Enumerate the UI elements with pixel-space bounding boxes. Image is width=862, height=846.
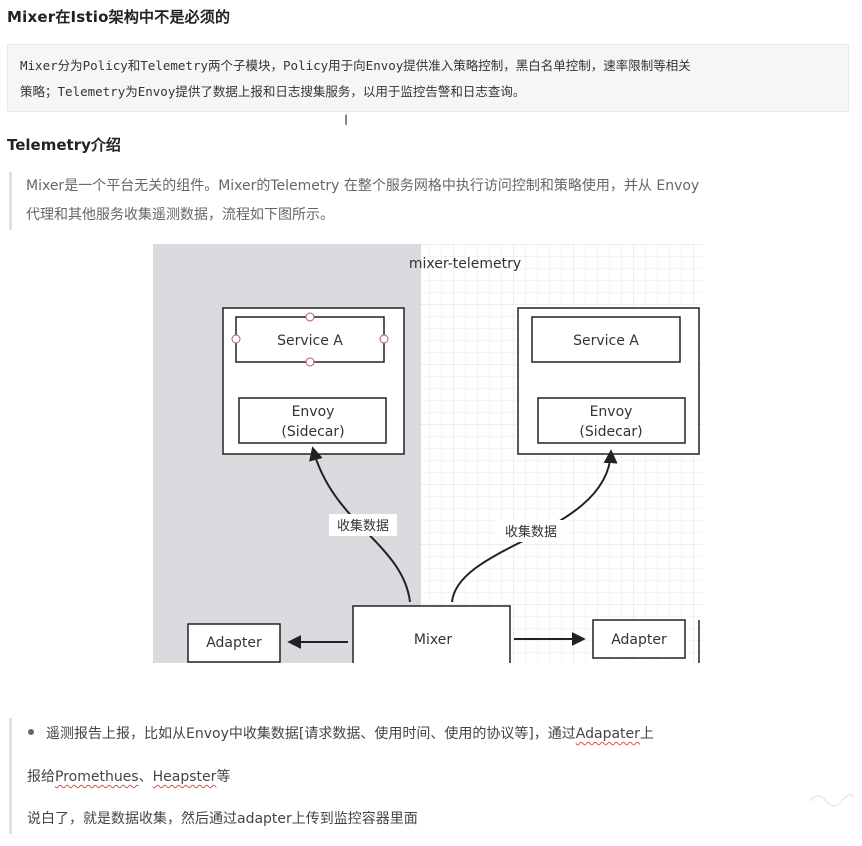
mixer-box <box>352 605 511 663</box>
right-arrow-label-bg <box>496 520 566 542</box>
bullet-text-pre: 遥测报告上报，比如从Envoy中收集数据[请求数据、使用时间、使用的协议等]，通… <box>46 726 576 742</box>
mixer-label: Mixer <box>414 632 452 648</box>
right-envoy-box <box>537 397 686 444</box>
resize-handle-icon <box>305 312 315 322</box>
list-item: 遥测报告上报，比如从Envoy中收集数据[请求数据、使用时间、使用的协议等]，通… <box>28 723 654 743</box>
code-block: Mixer分为Policy和Telemetry两个子模块，Policy用于向En… <box>7 44 849 112</box>
right-service-label: Service A <box>573 333 639 349</box>
heading-mixer-optional: Mixer在Istio架构中不是必须的 <box>7 8 231 26</box>
watermark-svg <box>809 794 855 807</box>
line2-pre: 报给 <box>27 769 55 785</box>
line2-sep: 、 <box>138 769 153 785</box>
resize-handle-icon <box>379 334 389 344</box>
diagram-title: mixer-telemetry <box>409 256 521 272</box>
diagram-svg: mixer-telemetry Service A Envoy (Sidecar… <box>153 244 703 663</box>
right-envoy-label: Envoy <box>590 404 633 420</box>
left-adapter-box <box>187 623 281 663</box>
left-sidecar-label: (Sidecar) <box>281 424 344 440</box>
blockquote: Mixer是一个平台无关的组件。Mixer的Telemetry 在整个服务网格中… <box>9 172 847 230</box>
mixer-telemetry-diagram: mixer-telemetry Service A Envoy (Sidecar… <box>153 244 703 663</box>
heading-telemetry-intro: Telemetry介绍 <box>7 136 121 154</box>
right-sidecar-label: (Sidecar) <box>579 424 642 440</box>
left-adapter-label: Adapter <box>206 635 262 651</box>
left-envoy-box <box>238 397 387 444</box>
list-item-continuation: 报给Promethues、Heapster等 <box>27 766 230 786</box>
summary-line: 说白了，就是数据收集，然后通过adapter上传到监控容器里面 <box>27 811 418 827</box>
bullet-icon <box>28 729 34 735</box>
line2-post: 等 <box>216 769 231 785</box>
code-line-1: Mixer分为Policy和Telemetry两个子模块，Policy用于向En… <box>20 58 691 73</box>
text-cursor-icon: I <box>344 113 349 129</box>
quote-line-1: Mixer是一个平台无关的组件。Mixer的Telemetry 在整个服务网格中… <box>26 178 700 194</box>
right-arrow-label: 收集数据 <box>505 524 557 540</box>
resize-handle-icon <box>305 357 315 367</box>
resize-handle-icon <box>231 334 241 344</box>
left-arrow-label: 收集数据 <box>337 518 389 534</box>
left-service-label: Service A <box>277 333 343 349</box>
link-promethues[interactable]: Promethues <box>55 769 139 785</box>
right-service-box <box>531 316 681 363</box>
link-heapster[interactable]: Heapster <box>152 769 217 785</box>
code-line-2: 策略；Telemetry为Envoy提供了数据上报和日志搜集服务，以用于监控告警… <box>20 84 526 99</box>
quote-line-2: 代理和其他服务收集遥测数据，流程如下图所示。 <box>26 207 334 223</box>
right-adapter-box <box>592 619 686 659</box>
bullet-blockquote <box>9 718 809 834</box>
bullet-text-post: 上 <box>639 726 654 742</box>
faint-watermark-icon <box>808 787 856 811</box>
left-arrow-label-bg <box>329 514 397 536</box>
right-adapter-label: Adapter <box>611 632 667 648</box>
link-adapater[interactable]: Adapater <box>575 726 640 742</box>
left-envoy-label: Envoy <box>292 404 335 420</box>
